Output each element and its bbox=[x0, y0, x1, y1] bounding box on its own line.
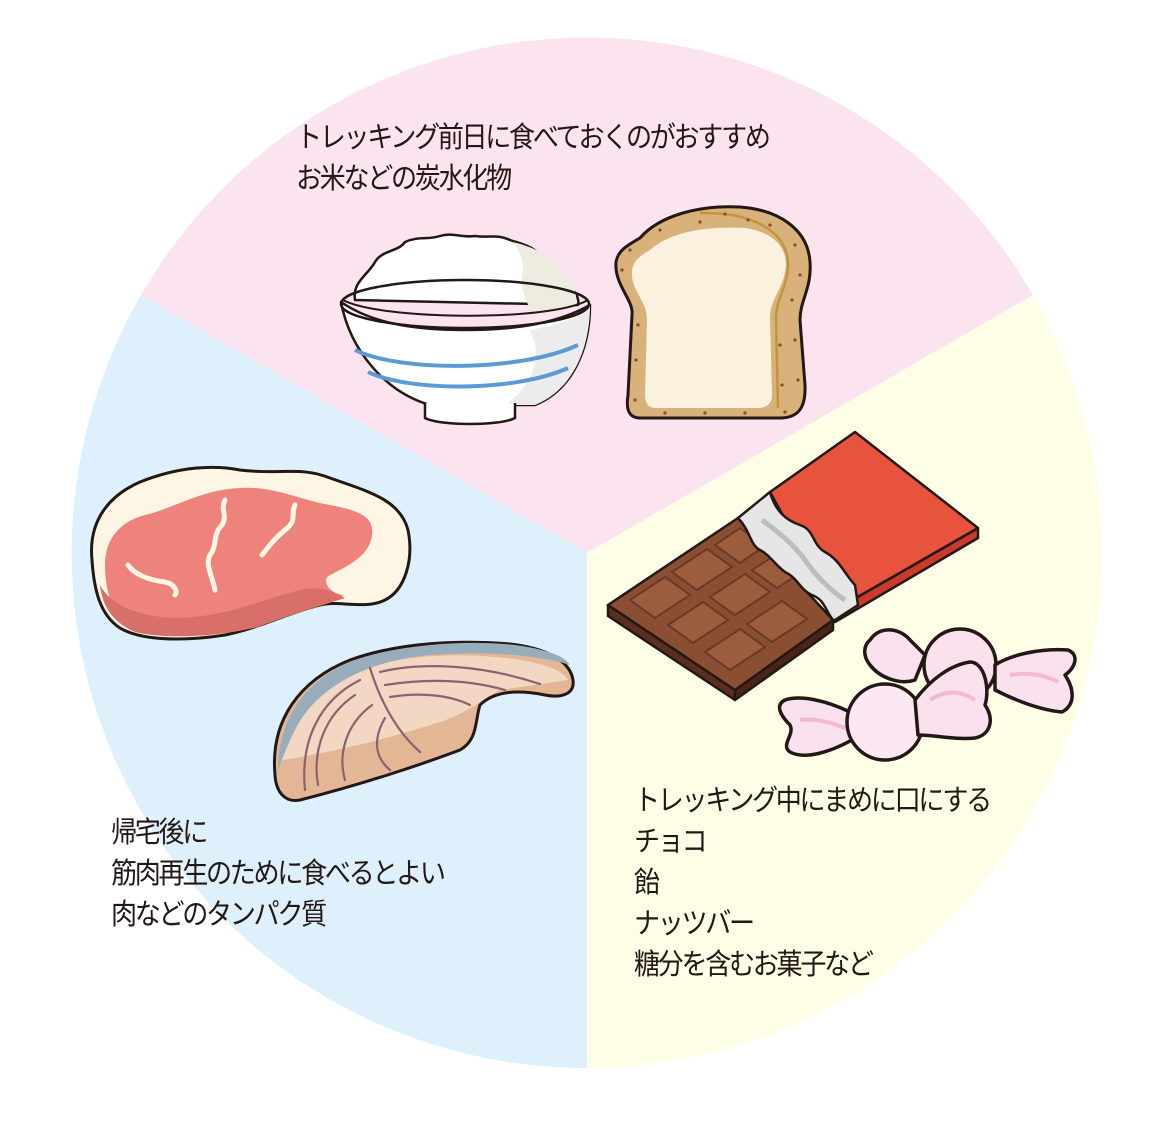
carbohydrate-segment bbox=[141, 37, 1033, 554]
sugars-label-line-1: トレッキング中にまめに口にする bbox=[634, 783, 992, 817]
wrapped-candies-illustration bbox=[777, 627, 1077, 762]
chocolate-bar-illustration bbox=[606, 430, 980, 702]
carbohydrates-label-line-2: お米などの炭水化物 bbox=[296, 161, 512, 195]
bread-slice-illustration bbox=[614, 205, 812, 420]
protein-label-line-3: 肉などのタンパク質 bbox=[111, 897, 327, 931]
sugars-label: トレッキング中にまめに口にする チョコ 飴 ナッツバー 糖分を含むお菓子など bbox=[634, 780, 992, 985]
sugars-label-line-3: 飴 bbox=[634, 865, 660, 899]
meat-steak-illustration bbox=[90, 465, 412, 641]
sugars-label-line-4: ナッツバー bbox=[634, 906, 755, 940]
fish-fillet-illustration bbox=[272, 640, 575, 802]
protein-label: 帰宅後に 筋肉再生のために食べるとよい 肉などのタンパク質 bbox=[111, 812, 446, 935]
carbohydrates-label: トレッキング前日に食べておくのがおすすめ お米などの炭水化物 bbox=[296, 117, 771, 199]
protein-label-line-1: 帰宅後に bbox=[111, 815, 208, 849]
carbohydrates-label-line-1: トレッキング前日に食べておくのがおすすめ bbox=[296, 120, 771, 154]
sugar-segment bbox=[587, 295, 1103, 1068]
sugars-label-line-2: チョコ bbox=[634, 824, 708, 858]
protein-label-line-2: 筋肉再生のために食べるとよい bbox=[111, 856, 446, 890]
rice-bowl-illustration bbox=[339, 233, 592, 426]
sugars-label-line-5: 糖分を含むお菓子など bbox=[634, 947, 874, 981]
